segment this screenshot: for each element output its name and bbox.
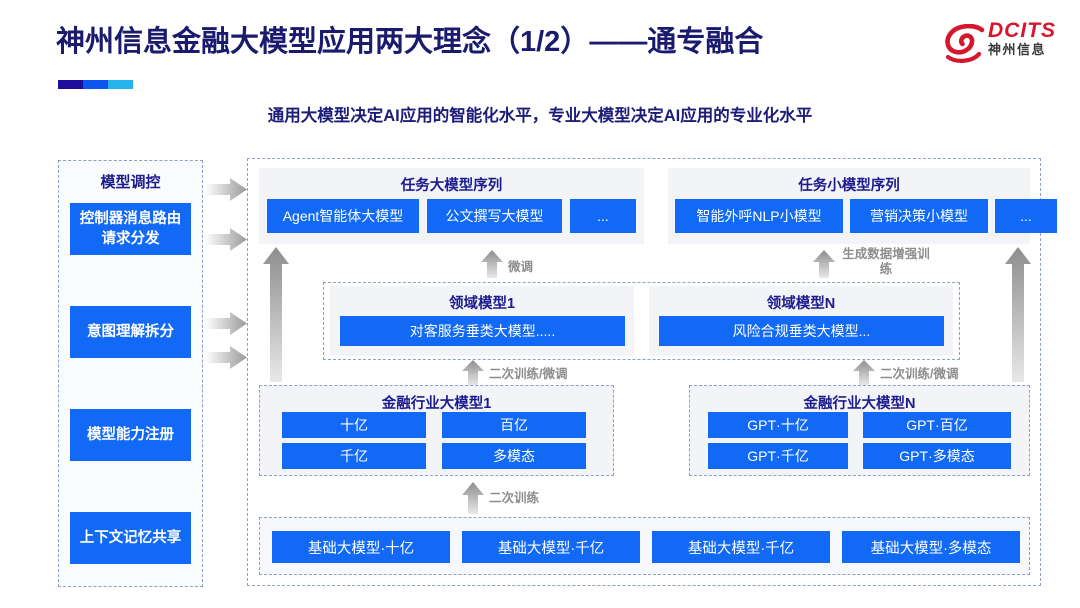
- up-arrow-icon: [462, 360, 484, 385]
- arrow-label-fine-tune: 微调: [508, 260, 534, 274]
- arrow-label-gen-data-aug: 生成数据增强训练: [842, 247, 930, 276]
- sidebar-title: 模型调控: [100, 174, 161, 191]
- page-subtitle: 通用大模型决定AI应用的智能化水平，专业大模型决定AI应用的专业化水平: [267, 107, 813, 125]
- up-arrow-icon: [813, 250, 835, 278]
- domain-model-n-group: 领域模型N 风险合规垂类大模型...: [649, 286, 953, 356]
- up-arrow-icon: [481, 250, 503, 278]
- arrow-label-secondary-train: 二次训练: [489, 491, 540, 505]
- industry-model-n-title: 金融行业大模型N: [803, 396, 916, 412]
- right-arrow-icon: [205, 312, 247, 335]
- chip-more-small[interactable]: ...: [995, 199, 1057, 233]
- chip-gpt-ten-billion[interactable]: GPT·百亿: [863, 412, 1011, 438]
- domain-model-1-group: 领域模型1 对客服务垂类大模型.....: [330, 286, 634, 356]
- underline-segment-blue: [82, 80, 109, 89]
- logo-text-block: DCITS 神州信息: [988, 20, 1056, 58]
- page-title: 神州信息金融大模型应用两大理念（1/2）——通专融合: [56, 26, 764, 58]
- right-arrow-icon: [205, 178, 247, 201]
- task-big-model-group: 任务大模型序列 Agent智能体大模型 公文撰写大模型 ...: [259, 168, 644, 244]
- up-arrow-icon: [1005, 247, 1031, 382]
- chip-billion[interactable]: 十亿: [282, 412, 426, 438]
- architecture-panel: [247, 158, 1041, 586]
- chip-ten-billion[interactable]: 百亿: [442, 412, 586, 438]
- sidebar-item-capability-registry[interactable]: 模型能力注册: [70, 409, 191, 461]
- dcits-logo: DCITS 神州信息: [944, 20, 1064, 70]
- logo-swirl-icon: [945, 24, 985, 63]
- chip-marketing-decision-model[interactable]: 营销决策小模型: [850, 199, 988, 233]
- industry-model-1-panel: 金融行业大模型1 十亿 百亿 千亿 多模态: [259, 385, 614, 476]
- right-arrow-icon: [205, 346, 247, 369]
- chip-document-writing-model[interactable]: 公文撰写大模型: [427, 199, 562, 233]
- arrow-label-secondary-train-right: 二次训练/微调: [880, 367, 959, 381]
- task-small-model-group: 任务小模型序列 智能外呼NLP小模型 营销决策小模型 ...: [668, 168, 1057, 244]
- chip-more-big[interactable]: ...: [570, 199, 636, 233]
- chip-base-multimodal[interactable]: 基础大模型·多模态: [842, 531, 1020, 563]
- chip-multimodal[interactable]: 多模态: [442, 443, 586, 469]
- sidebar-item-intent-understanding[interactable]: 意图理解拆分: [70, 306, 191, 358]
- domain-model-n-title: 领域模型N: [766, 296, 836, 312]
- task-big-model-title: 任务大模型序列: [400, 178, 503, 194]
- chip-base-hundred-billion-1[interactable]: 基础大模型·千亿: [462, 531, 640, 563]
- right-arrow-icon: [205, 228, 247, 251]
- logo-cn-label: 神州信息: [988, 42, 1047, 57]
- chip-base-hundred-billion-2[interactable]: 基础大模型·千亿: [652, 531, 830, 563]
- chip-customer-service-vertical-model[interactable]: 对客服务垂类大模型.....: [340, 316, 625, 346]
- chip-agent-model[interactable]: Agent智能体大模型: [267, 199, 419, 233]
- underline-segment-navy: [58, 80, 83, 89]
- arrow-label-secondary-train-left: 二次训练/微调: [489, 367, 568, 381]
- sidebar-item-controller-routing[interactable]: 控制器消息路由请求分发: [70, 203, 191, 255]
- up-arrow-icon: [853, 360, 875, 385]
- chip-gpt-hundred-billion[interactable]: GPT·千亿: [708, 443, 848, 469]
- chip-outbound-nlp-model[interactable]: 智能外呼NLP小模型: [675, 199, 843, 233]
- base-model-panel: 基础大模型·十亿 基础大模型·千亿 基础大模型·千亿 基础大模型·多模态: [259, 517, 1030, 575]
- up-arrow-icon: [263, 247, 289, 382]
- sidebar-item-context-memory-share[interactable]: 上下文记忆共享: [70, 512, 191, 564]
- chip-base-billion[interactable]: 基础大模型·十亿: [272, 531, 450, 563]
- domain-model-panel: 领域模型1 对客服务垂类大模型..... 领域模型N 风险合规垂类大模型...: [323, 282, 960, 360]
- industry-model-1-title: 金融行业大模型1: [381, 396, 492, 412]
- title-underline-bar: [58, 80, 133, 89]
- chip-gpt-multimodal[interactable]: GPT·多模态: [863, 443, 1011, 469]
- page-header: 神州信息金融大模型应用两大理念（1/2）——通专融合 通用大模型决定AI应用的智…: [0, 0, 1080, 140]
- underline-segment-cyan: [108, 80, 133, 89]
- industry-model-n-panel: 金融行业大模型N GPT·十亿 GPT·百亿 GPT·千亿 GPT·多模态: [689, 385, 1030, 476]
- up-arrow-icon: [462, 482, 484, 514]
- logo-en-label: DCITS: [988, 19, 1056, 42]
- task-small-model-title: 任务小模型序列: [798, 178, 900, 194]
- chip-risk-compliance-vertical-model[interactable]: 风险合规垂类大模型...: [659, 316, 944, 346]
- chip-gpt-billion[interactable]: GPT·十亿: [708, 412, 848, 438]
- model-control-sidebar: 模型调控 控制器消息路由请求分发 意图理解拆分 模型能力注册 上下文记忆共享: [58, 160, 203, 587]
- domain-model-1-title: 领域模型1: [448, 296, 516, 312]
- chip-hundred-billion[interactable]: 千亿: [282, 443, 426, 469]
